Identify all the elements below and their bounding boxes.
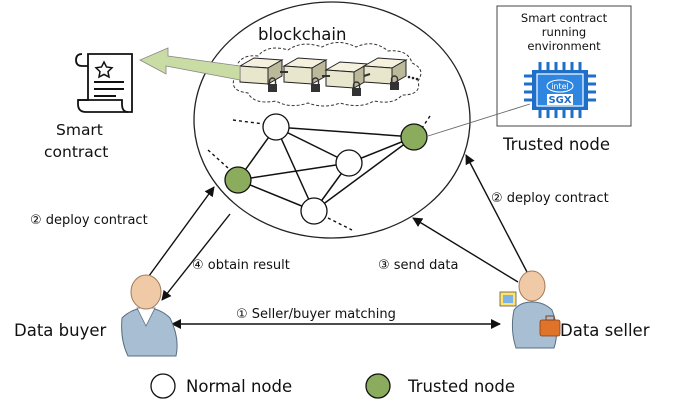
step2-right-label: ② deploy contract xyxy=(491,191,609,206)
network-dashed-stubs xyxy=(207,115,431,231)
trusted-node-1 xyxy=(400,123,428,151)
network-ellipse xyxy=(193,1,471,239)
data-buyer-label: Data buyer xyxy=(14,321,106,340)
block-2 xyxy=(282,57,328,85)
env-line-2: running xyxy=(542,25,586,39)
smart-contract-label-2: contract xyxy=(44,143,108,161)
chip-sgx-label: SGX xyxy=(548,95,571,106)
blockchain-label: blockchain xyxy=(258,25,346,44)
to-contract-arrow xyxy=(139,47,241,81)
chip-intel-label: intel xyxy=(551,82,569,91)
normal-node-3 xyxy=(300,197,328,225)
env-line-1: Smart contract xyxy=(521,11,608,25)
smart-contract-icon xyxy=(75,53,133,113)
legend-normal-label: Normal node xyxy=(186,377,292,396)
legend-normal-swatch xyxy=(150,373,176,399)
step3-label: ③ send data xyxy=(378,258,458,273)
step2-left-label: ② deploy contract xyxy=(30,213,148,228)
normal-node-2 xyxy=(335,149,363,177)
block-4 xyxy=(362,57,408,85)
deploy-contract-right-arrow xyxy=(465,154,528,273)
block-3 xyxy=(324,61,370,89)
block-chain-blocks xyxy=(238,57,419,96)
send-data-arrow xyxy=(412,217,519,283)
trusted-node-title: Trusted node xyxy=(502,135,610,154)
deploy-contract-left-arrow xyxy=(145,186,215,281)
step4-label: ④ obtain result xyxy=(192,258,290,273)
data-seller-label: Data seller xyxy=(560,321,650,340)
env-connector xyxy=(427,103,531,137)
data-buyer-icon xyxy=(121,274,178,357)
sgx-chip-icon xyxy=(524,62,596,118)
normal-node-1 xyxy=(262,113,290,141)
smart-contract-label-1: Smart xyxy=(56,121,103,139)
legend-trusted-label: Trusted node xyxy=(407,377,515,396)
env-line-3: environment xyxy=(527,39,601,53)
network-edges xyxy=(237,126,415,212)
step1-label: ① Seller/buyer matching xyxy=(236,307,396,322)
obtain-result-arrow xyxy=(161,213,231,301)
trusted-node-2 xyxy=(224,166,252,194)
data-seller-icon xyxy=(499,270,561,349)
legend-trusted-swatch xyxy=(365,373,391,399)
